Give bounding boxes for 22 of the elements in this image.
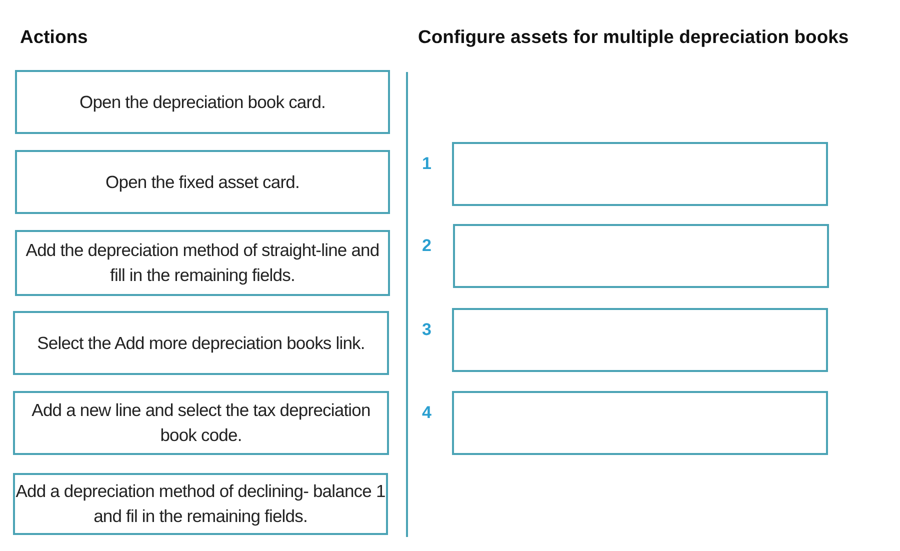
action-card bbox=[13, 311, 389, 375]
action-text: Open the depreciation book card. bbox=[80, 90, 326, 114]
answer-box bbox=[452, 391, 828, 455]
action-text: Select the Add more depreciation books link. bbox=[37, 332, 365, 355]
answer-box bbox=[452, 142, 828, 206]
action-card bbox=[13, 473, 388, 535]
action-card bbox=[15, 230, 390, 296]
answer-box bbox=[453, 224, 829, 288]
step-number: 4 bbox=[422, 403, 432, 423]
step-number: 3 bbox=[422, 320, 432, 340]
column-heading: Actions bbox=[20, 26, 88, 48]
answer-box bbox=[452, 308, 828, 372]
action-text: Open the fixed asset card. bbox=[106, 170, 300, 194]
column-heading: Configure assets for multiple depreciation books bbox=[418, 26, 849, 48]
action-text: Add a new line and select the tax depreciation book code. bbox=[30, 399, 372, 447]
action-card bbox=[15, 70, 390, 134]
step-number: 2 bbox=[422, 236, 432, 256]
step-number: 1 bbox=[422, 154, 432, 174]
action-text: Add the depreciation method of straight-line and fill in the remaining fields. bbox=[24, 239, 380, 287]
action-text: Add a depreciation method of declining- balance 1 and fil in the remaining fields. bbox=[15, 480, 386, 528]
action-card bbox=[15, 150, 390, 214]
action-card bbox=[13, 391, 389, 455]
